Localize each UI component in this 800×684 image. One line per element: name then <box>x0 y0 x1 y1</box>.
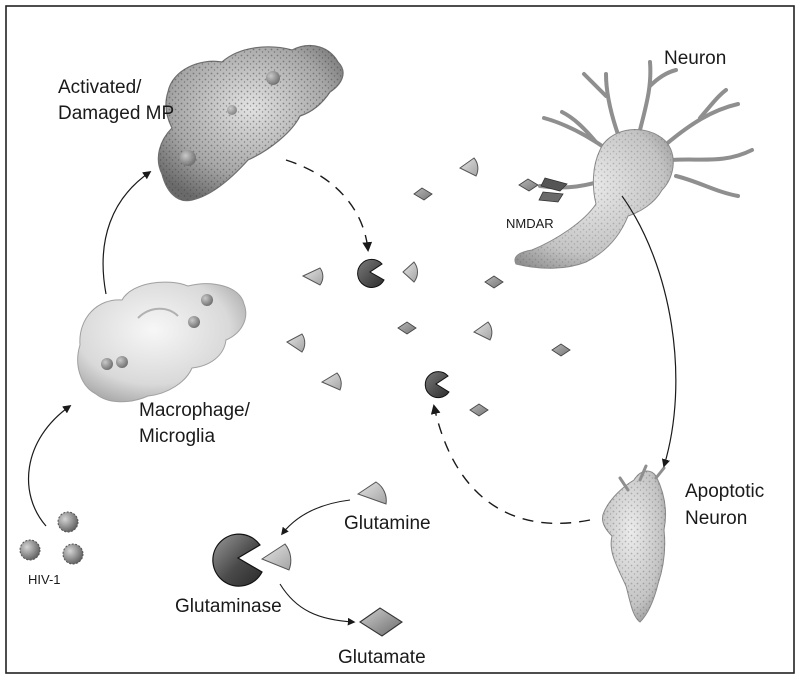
label-activated-line1: Activated/ <box>58 77 142 98</box>
apoptotic-neuron-cell <box>601 464 667 623</box>
legend-glutaminase-enzyme <box>212 533 263 587</box>
hiv-virion <box>19 539 41 561</box>
arrow-hiv-to-macrophage <box>27 405 72 527</box>
label-macrophage-line2: Microglia <box>139 426 215 447</box>
glutamine-molecule <box>286 333 306 353</box>
glutamine-molecule <box>320 372 342 391</box>
label-nmdar: NMDAR <box>506 216 554 231</box>
arrow-neuron-to-apoptotic <box>621 195 677 468</box>
activated-macrophage-cell <box>157 45 344 202</box>
hiv-virion <box>62 543 84 565</box>
arrow-glutaminase-to-glutamate <box>279 583 356 626</box>
legend-glutamine-wedge <box>356 481 387 505</box>
arrow-glutamine-to-glutaminase <box>281 499 351 536</box>
glutamine-molecule <box>301 267 324 286</box>
nmdar-receptor <box>538 177 568 203</box>
glutaminase-enzyme <box>424 371 450 399</box>
label-hiv: HIV-1 <box>28 572 61 587</box>
label-activated-line2: Damaged MP <box>58 103 174 124</box>
label-macrophage-line1: Macrophage/ <box>139 400 251 421</box>
arrow-apoptotic-to-glutaminase <box>430 404 591 524</box>
hiv-virion <box>57 511 79 533</box>
hiv-virions <box>19 511 84 565</box>
label-glutamate: Glutamate <box>338 647 426 668</box>
label-neuron: Neuron <box>664 48 726 69</box>
glutamine-molecule <box>402 261 418 283</box>
arrow-activated-to-glutaminase <box>285 159 373 252</box>
legend-glutamine-bound-wedge <box>260 543 292 571</box>
glutamate-molecule <box>551 343 571 357</box>
macrophage-cell <box>77 281 247 403</box>
glutamate-molecule <box>484 275 504 289</box>
glutaminase-enzyme <box>357 258 385 288</box>
label-glutaminase: Glutaminase <box>175 596 282 617</box>
label-apoptotic-line1: Apoptotic <box>685 481 764 502</box>
glutamine-molecule <box>473 321 493 341</box>
glutamate-molecule <box>397 321 417 335</box>
arrow-macrophage-to-activated <box>102 171 152 295</box>
glutamate-molecule <box>413 187 433 201</box>
glutamine-molecule <box>459 157 479 177</box>
label-glutamine: Glutamine <box>344 513 431 534</box>
neuron-cell <box>514 60 754 269</box>
label-apoptotic-line2: Neuron <box>685 508 747 529</box>
glutamate-molecule <box>469 403 489 417</box>
legend-glutamate-diamond <box>359 607 403 637</box>
glutamate-molecule <box>518 178 539 192</box>
